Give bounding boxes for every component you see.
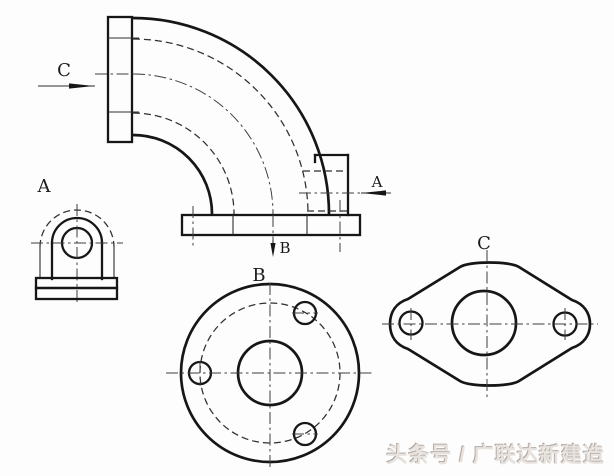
view-c-flange: C <box>382 233 598 397</box>
elbow-inner-arc <box>131 133 214 216</box>
elbow-bore-inner-arc-hidden <box>132 112 235 215</box>
elbow-centerline-arc <box>132 73 274 215</box>
section-a-label: A <box>371 173 383 191</box>
section-c-arrow-head <box>69 83 94 89</box>
left-flange <box>95 15 139 144</box>
view-a-lug-arc <box>50 216 104 245</box>
view-a-local: A <box>31 176 123 303</box>
view-a-base-lower <box>34 286 119 301</box>
bottom-flange-outline <box>180 213 362 237</box>
left-flange-outline <box>106 15 134 144</box>
section-b-label: B <box>279 239 290 257</box>
view-c-bore-circle <box>450 289 518 357</box>
section-c-label: C <box>57 60 71 81</box>
watermark-text: 头条号 / 广联达新建造 <box>386 444 605 467</box>
view-b-title: B <box>252 265 265 286</box>
section-marker-b: B <box>270 239 291 257</box>
front-view-elbow <box>95 15 362 252</box>
section-b-arrow-head <box>270 243 276 257</box>
elbow-arcs <box>131 16 331 216</box>
view-a-title: A <box>37 176 52 197</box>
bottom-flange <box>180 200 362 252</box>
view-c-outline <box>388 261 592 387</box>
elbow-bore-outer-arc-hidden <box>132 38 309 215</box>
section-marker-c: C <box>38 60 95 89</box>
view-b-flange: B <box>166 265 374 469</box>
section-a-arrow-head <box>361 190 386 196</box>
elbow-outer-arc <box>131 16 331 216</box>
side-boss <box>299 153 361 217</box>
view-c-title: C <box>477 233 491 254</box>
section-marker-a: A <box>361 173 391 196</box>
